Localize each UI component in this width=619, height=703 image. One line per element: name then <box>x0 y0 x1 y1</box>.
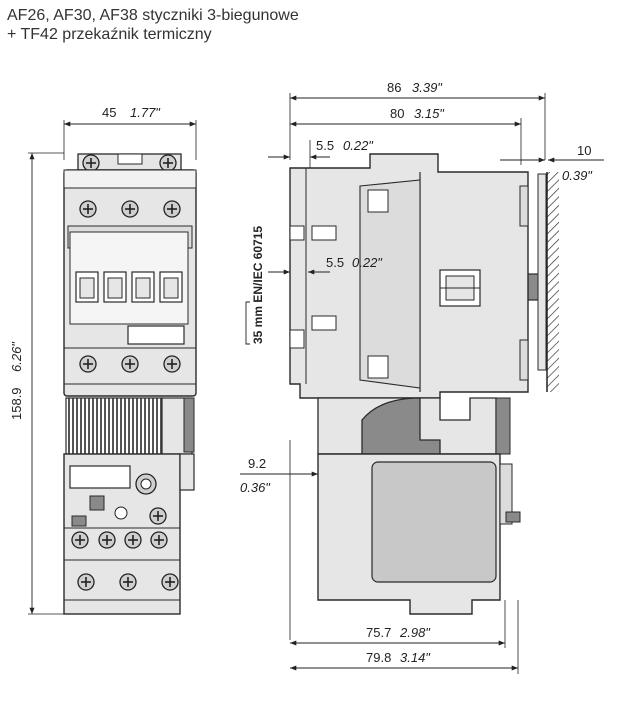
rail-standard-label: 35 mm EN/IEC 60715 <box>251 226 265 344</box>
label-window <box>127 325 185 345</box>
diagram-title: AF26, AF30, AF38 styczniki 3-biegunowe +… <box>7 6 299 44</box>
mounting-wall <box>547 172 559 392</box>
rail-clearance-in: 0.39" <box>562 168 593 183</box>
front-height-mm: 158.9 <box>9 387 24 420</box>
rail-offset-mm: 5.5 <box>326 255 344 270</box>
title-line-2: + TF42 przekaźnik termiczny <box>7 26 212 43</box>
front-view: 45 1.77" 158.9 6.26" <box>9 105 197 615</box>
relay-total-depth-mm: 79.8 <box>366 650 391 665</box>
side-view: 86 3.39" 80 3.15" 10 0.39" 5.5 0.22" <box>240 80 604 674</box>
front-width-in: 1.77" <box>130 105 161 120</box>
total-depth-in: 3.39" <box>412 80 443 95</box>
rail-offset-in: 0.22" <box>352 255 383 270</box>
top-offset-mm: 5.5 <box>316 138 334 153</box>
relay-depth-mm: 75.7 <box>366 625 391 640</box>
depth-in: 3.15" <box>414 106 445 121</box>
front-width-mm: 45 <box>102 105 116 120</box>
top-offset-in: 0.22" <box>343 138 374 153</box>
relay-terminal <box>361 397 441 455</box>
relay-offset-mm: 9.2 <box>248 456 266 471</box>
relay-fins <box>65 397 163 455</box>
front-height-in: 6.26" <box>9 341 24 372</box>
rail-clearance-mm: 10 <box>577 143 591 158</box>
depth-mm: 80 <box>390 106 404 121</box>
relay-depth-in: 2.98" <box>399 625 431 640</box>
relay-offset-in: 0.36" <box>240 480 271 495</box>
title-line-1: AF26, AF30, AF38 styczniki 3-biegunowe <box>7 7 299 24</box>
relay-total-depth-in: 3.14" <box>400 650 431 665</box>
total-depth-mm: 86 <box>387 80 401 95</box>
screw-icon <box>79 200 97 218</box>
